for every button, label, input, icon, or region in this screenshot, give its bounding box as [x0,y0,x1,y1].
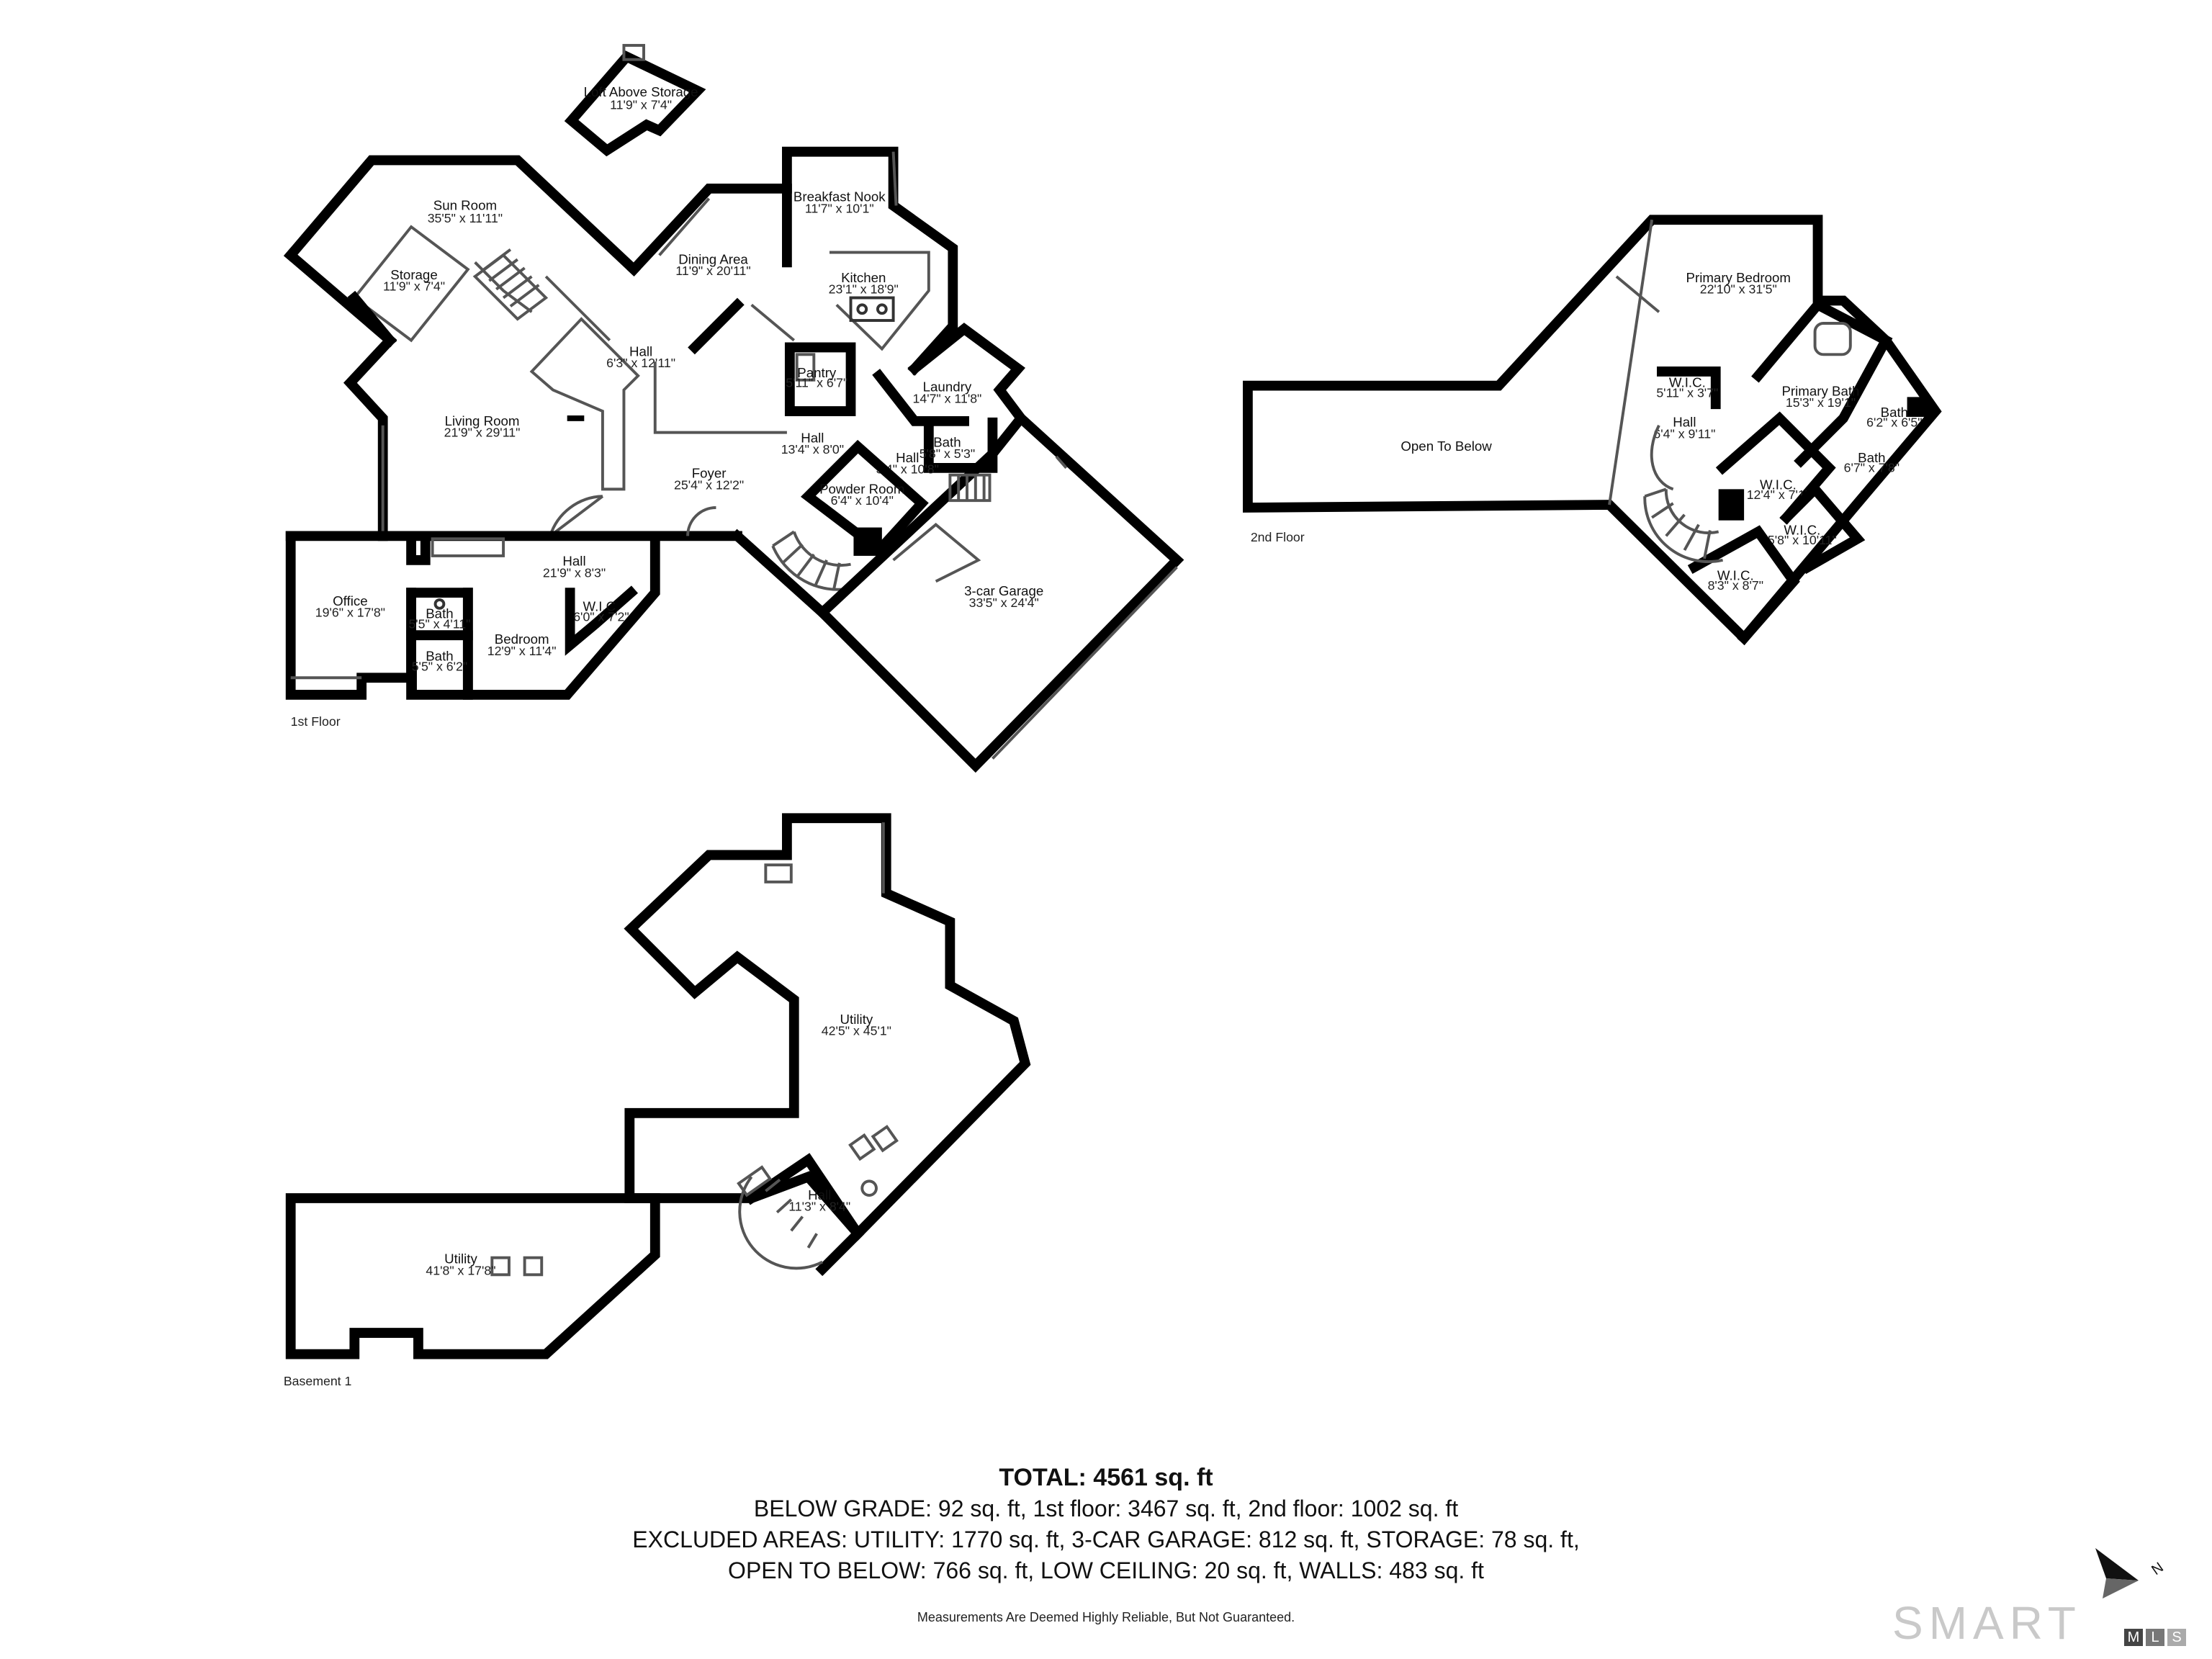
utility2-name: Utility [444,1251,477,1267]
area-line-1: BELOW GRADE: 92 sq. ft, 1st floor: 3467 … [753,1496,1459,1521]
pantry-outline [784,342,856,416]
hall4-dim: 21'9" x 8'3" [543,565,606,580]
spiral-stair-1 [771,530,851,591]
hall6-dim: 11'3" x 8'4" [788,1200,850,1214]
bath2-name: Bath [426,606,453,621]
breakfast-name: Breakfast Nook [793,189,886,204]
wic3-name: W.I.C. [1760,477,1797,492]
wic2-dim: 5'11" x 3'7" [1656,385,1718,400]
hall6-name: Hall [808,1187,831,1202]
loft-dim: 11'9" x 7'4" [610,98,672,112]
hall4-name: Hall [562,554,585,569]
second-floor: Open To Below Primary Bedroom 22'10" x 3… [1243,215,1942,646]
bath4-name: Bath [1881,405,1908,420]
laundry-dim: 14'7" x 11'8" [912,391,981,405]
first-floor-label: 1st Floor [291,714,341,729]
spiral-stair-2 [1643,487,1724,563]
garage-outline [815,410,1184,773]
area-summary: TOTAL: 4561 sq. ft BELOW GRADE: 92 sq. f… [0,1462,2212,1586]
loft-name: Loft Above Storage [584,84,698,99]
garage-dim: 33'5" x 24'4" [969,595,1039,610]
utility1-name: Utility [840,1012,873,1027]
bath4-dim: 6'2" x 6'5" [1866,415,1922,430]
hall3-name: Hall [896,450,919,465]
living-name: Living Room [445,413,520,428]
utility2-outline [285,1193,660,1359]
laundry-outline [907,323,1028,426]
bath3-dim: 5'5" x 6'2" [412,659,467,673]
mls-l: L [2146,1629,2164,1646]
bath1-name: Bath [933,434,961,449]
wic1-name: W.I.C. [583,599,620,614]
foyer-name: Foyer [692,466,727,481]
wic2-name: W.I.C. [1669,375,1706,390]
bath1-dim: 5'8" x 5'3" [920,446,975,461]
hall1-dim: 6'3" x 12'11" [606,356,675,370]
sun-room-name: Sun Room [433,197,497,212]
primary-bath-dim: 15'3" x 19'1" [1786,395,1856,410]
dining-dim: 11'9" x 20'11" [675,264,750,278]
pantry-name: Pantry [797,365,837,380]
primary-bed-name: Primary Bedroom [1686,270,1791,285]
disclaimer: Measurements Are Deemed Highly Reliable,… [917,1610,1295,1624]
hall5-dim: 6'4" x 9'11" [1653,426,1715,441]
sun-room-outline [283,155,641,276]
hall5-name: Hall [1673,415,1696,430]
smart-logo: SMART [1892,1597,2082,1649]
wic1-dim: 6'0" x 7'2" [573,610,629,624]
bath2-dim: 5'5" x 4'11" [408,616,470,631]
basement-label: Basement 1 [284,1374,352,1388]
kitchen-name: Kitchen [841,270,886,285]
second-floor-label: 2nd Floor [1251,530,1305,544]
bedroom-name: Bedroom [495,631,549,647]
living-dim: 21'9" x 29'11" [444,426,521,440]
north-arrow-icon: N [2095,1548,2167,1599]
sun-room-dim: 35'5" x 11'11" [428,211,503,225]
first-floor: Loft Above Storage 11'9" x 7'4" Sun Room… [283,44,1184,773]
mls-m: M [2124,1629,2143,1646]
bath3-name: Bath [426,649,453,664]
foyer-dim: 25'4" x 12'2" [674,477,744,492]
storage-dim: 11'9" x 7'4" [383,279,445,294]
utility2-dim: 41'8" x 17'8" [426,1263,495,1277]
area-line-2: EXCLUDED AREAS: UTILITY: 1770 sq. ft, 3-… [632,1527,1580,1552]
wic5-dim: 8'3" x 8'7" [1708,578,1763,593]
total-area: TOTAL: 4561 sq. ft [999,1464,1213,1491]
powder-dim: 6'4" x 10'4" [831,493,894,508]
bath5-dim: 6'7" x 7'8" [1844,461,1899,475]
bath5-name: Bath [1858,450,1885,465]
area-line-3: OPEN TO BELOW: 766 sq. ft, LOW CEILING: … [728,1557,1484,1583]
bedroom-dim: 12'9" x 11'4" [487,644,557,658]
office-dim: 19'6" x 17'8" [315,606,385,620]
mls-s: S [2167,1629,2186,1646]
utility1-dim: 42'5" x 45'1" [822,1024,891,1038]
basement: Utility 42'5" x 45'1" Hall 11'3" x 8'4" … [284,813,1031,1388]
kitchen-dim: 23'1" x 18'9" [829,282,899,297]
office-name: Office [333,593,367,608]
pantry-dim: 5'11" x 6'7" [786,376,848,390]
primary-bath-name: Primary Bath [1781,383,1859,398]
hall1-name: Hall [629,343,652,359]
kitchen-outline [782,146,958,376]
laundry-name: Laundry [923,379,972,394]
loft-outline [564,50,706,157]
breakfast-dim: 11'7" x 10'1" [805,201,874,215]
wic4-dim: 5'8" x 10'11" [1768,533,1837,547]
storage-name: Storage [390,267,437,282]
hall2-name: Hall [801,430,824,445]
primary-bed-dim: 22'10" x 31'5" [1700,282,1777,297]
dining-outline [626,184,792,276]
wic3-dim: 12'4" x 7'1" [1747,487,1809,502]
hall2-dim: 13'4" x 8'0" [781,442,844,457]
dining-name: Dining Area [678,251,748,266]
open-below-name: Open To Below [1401,439,1492,454]
compass-n: N [2149,1560,2166,1578]
wic4-name: W.I.C. [1784,522,1820,537]
powder-name: Powder Room [819,481,904,496]
mls-badge: M L S [2124,1629,2186,1646]
wic5-name: W.I.C. [1717,567,1754,583]
garage-name: 3-car Garage [964,583,1043,598]
